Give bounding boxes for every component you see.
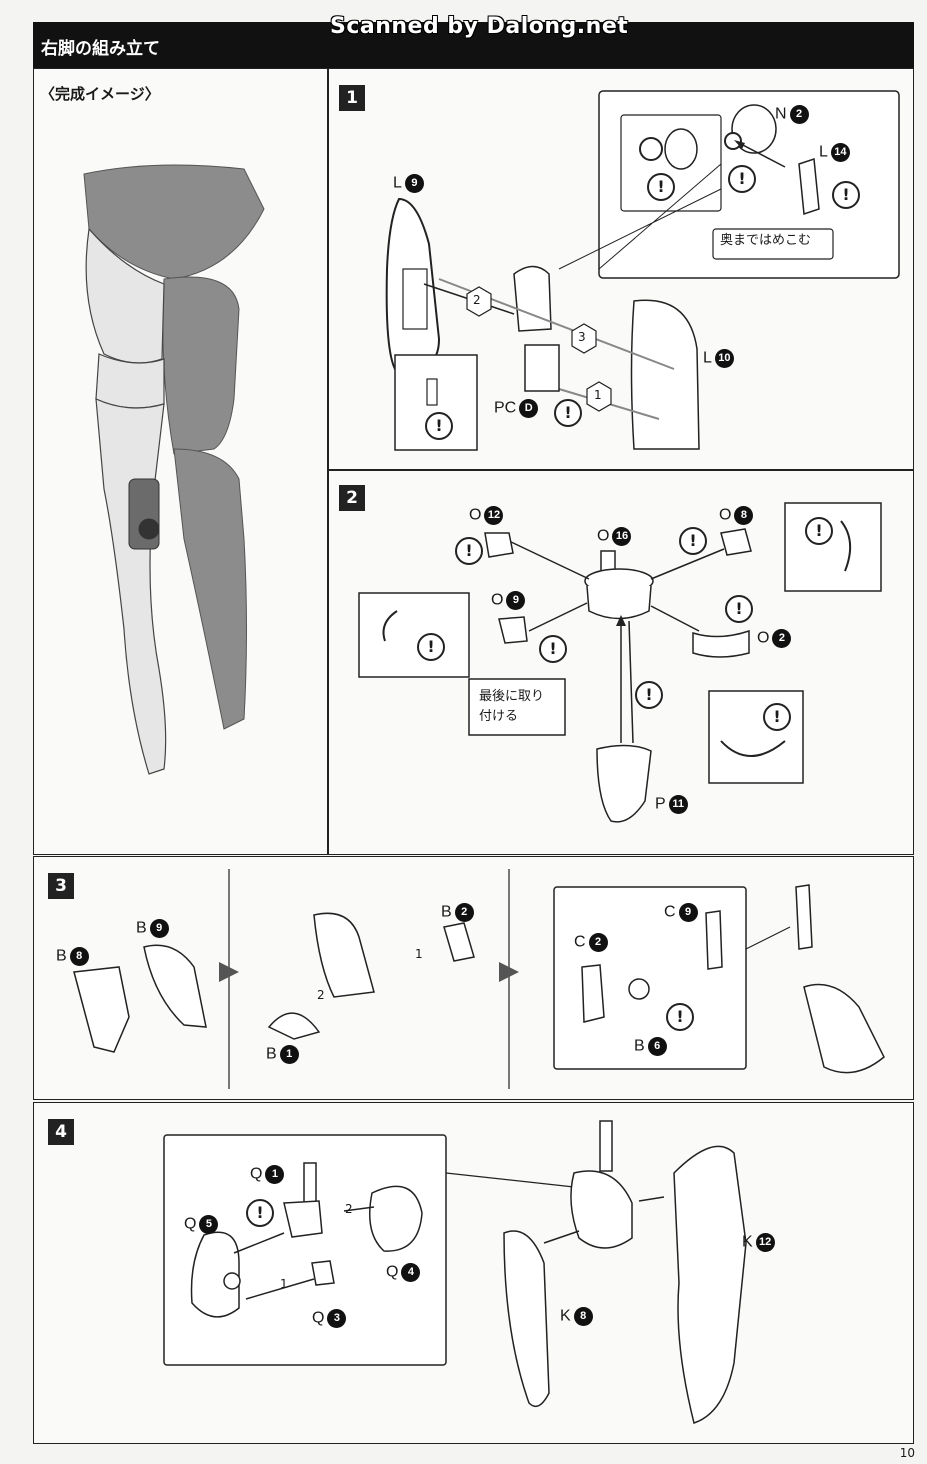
step-1-note: 奥まではめこむ — [720, 233, 812, 248]
step-3-order-1: 1 — [415, 947, 423, 961]
step-3-diagram — [73, 869, 885, 1089]
caution-icon: ! — [455, 537, 483, 565]
caution-icon: ! — [666, 1003, 694, 1031]
step-2-diagram — [358, 502, 882, 823]
step-1-order-2: 2 — [473, 293, 481, 307]
step-4-diagram — [163, 1120, 747, 1424]
preview-title: 〈完成イメージ〉 — [40, 85, 160, 103]
caution-icon: ! — [763, 703, 791, 731]
caution-icon: ! — [832, 181, 860, 209]
scan-watermark: Scanned by Dalong.net — [330, 14, 629, 39]
caution-icon: ! — [805, 517, 833, 545]
caution-icon: ! — [635, 681, 663, 709]
page-header: 右脚の組み立て — [33, 22, 914, 68]
step-4-order-1: 1 — [280, 1277, 288, 1291]
section-title: 右脚の組み立て — [41, 39, 160, 59]
caution-icon: ! — [728, 165, 756, 193]
step-1-order-3: 3 — [578, 330, 586, 344]
caution-icon: ! — [725, 595, 753, 623]
step-3-order-2: 2 — [317, 988, 325, 1002]
caution-icon: ! — [679, 527, 707, 555]
step-2-number: 2 — [339, 485, 365, 511]
caution-icon: ! — [417, 633, 445, 661]
step-3-number: 3 — [48, 873, 74, 899]
caution-icon: ! — [246, 1199, 274, 1227]
step-4-order-2: 2 — [345, 1202, 353, 1216]
step-4-number: 4 — [48, 1119, 74, 1145]
leg-preview-illustration — [83, 164, 265, 775]
caution-icon: ! — [425, 412, 453, 440]
step-2-note: 最後に取り 付ける — [479, 689, 545, 724]
caution-icon: ! — [539, 635, 567, 663]
step-1-order-1: 1 — [594, 388, 602, 402]
step-1-diagram — [385, 90, 900, 451]
caution-icon: ! — [647, 173, 675, 201]
step-1-number: 1 — [339, 85, 365, 111]
page-number: 10 — [899, 1446, 915, 1460]
caution-icon: ! — [554, 399, 582, 427]
preview-panel: 〈完成イメージ〉 — [33, 68, 328, 855]
